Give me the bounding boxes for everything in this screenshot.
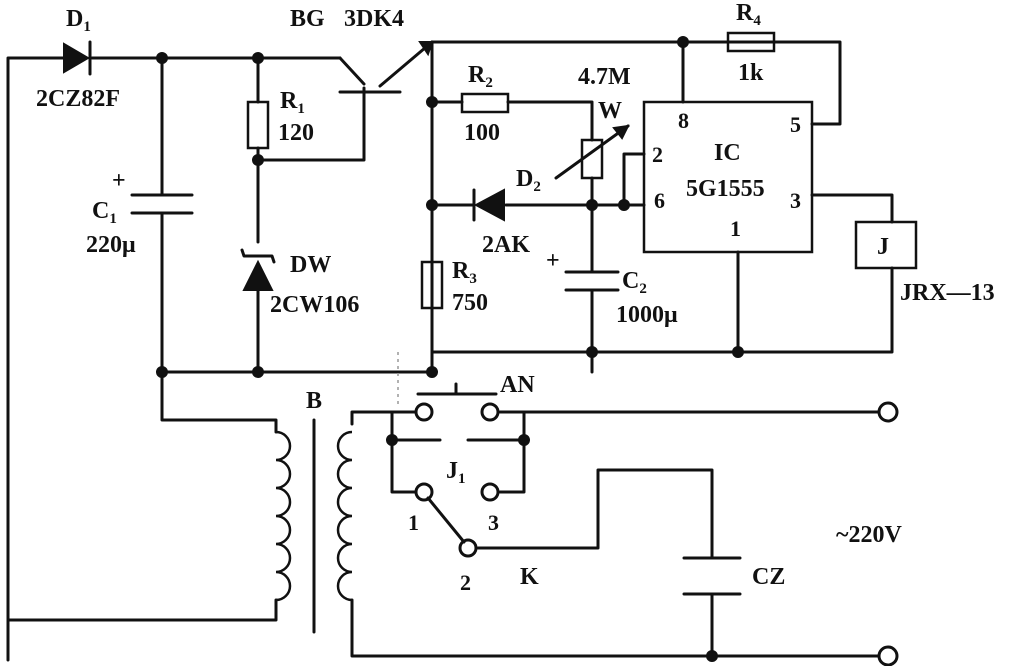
r1-ref: R1 — [280, 88, 305, 117]
ic-pin-3: 3 — [790, 188, 801, 213]
relay-value: JRX—13 — [900, 280, 995, 306]
j1-pos-3: 3 — [488, 510, 499, 535]
c1-value: 220μ — [86, 232, 136, 258]
w-value: 4.7M — [578, 64, 631, 90]
ic-5g1555 — [642, 100, 814, 254]
mains-terminal-bottom — [877, 645, 899, 666]
ic-pin-2: 2 — [652, 142, 663, 167]
resistor-r1 — [246, 100, 270, 150]
ic-pin-5: 5 — [790, 112, 801, 137]
r4-value: 1k — [738, 60, 764, 86]
mains-terminal-top — [877, 401, 899, 423]
button-ref: AN — [500, 372, 535, 398]
r3-ref: R3 — [452, 258, 477, 287]
zener-dw — [240, 248, 276, 291]
ic-ref: IC — [714, 140, 741, 166]
r2-ref: R2 — [468, 62, 493, 91]
c2-ref: C2 — [622, 268, 647, 297]
pushbutton-an — [414, 382, 500, 422]
potentiometer-w — [554, 124, 630, 180]
d1-ref: D1 — [66, 6, 91, 35]
c1-ref: C1 — [92, 198, 117, 227]
switch-k-ref: K — [520, 564, 539, 590]
socket-ref: CZ — [752, 564, 785, 590]
r1-value: 120 — [278, 120, 314, 146]
j1-ref: J1 — [446, 458, 466, 487]
d2-ref: D2 — [516, 166, 541, 195]
resistor-r2 — [460, 92, 510, 114]
relay-ref: J — [877, 234, 889, 260]
c2-polarity: + — [546, 248, 560, 274]
r3-value: 750 — [452, 290, 488, 316]
diode-d2 — [472, 188, 505, 222]
d1-value: 2CZ82F — [36, 86, 120, 112]
transformer-ref: B — [306, 388, 322, 414]
j1-pos-1: 1 — [408, 510, 419, 535]
transistor-bg — [338, 40, 434, 94]
r2-value: 100 — [464, 120, 500, 146]
ic-value: 5G1555 — [686, 176, 765, 202]
ic-pin-8: 8 — [678, 108, 689, 133]
ic-pin-6: 6 — [654, 188, 665, 213]
junctions — [156, 36, 744, 662]
relay-contacts-j1 — [414, 482, 500, 558]
w-ref: W — [598, 98, 622, 124]
relay-coil-j — [854, 220, 918, 270]
j1-pos-2: 2 — [460, 570, 471, 595]
d2-value: 2AK — [482, 232, 530, 258]
resistor-r3 — [420, 260, 444, 310]
resistor-r4 — [726, 31, 776, 53]
bg-value: 3DK4 — [344, 6, 404, 32]
ic-pin-1: 1 — [730, 216, 741, 241]
capacitor-c2 — [564, 270, 620, 292]
r4-ref: R4 — [736, 0, 761, 29]
c1-polarity: + — [112, 168, 126, 194]
transformer-b — [275, 418, 353, 634]
capacitor-c1 — [130, 193, 194, 215]
socket-cz — [682, 556, 742, 596]
dw-value: 2CW106 — [270, 292, 359, 318]
mains-label: ~220V — [836, 522, 902, 548]
bg-ref: BG — [290, 6, 325, 32]
c2-value: 1000μ — [616, 302, 678, 328]
dw-ref: DW — [290, 252, 331, 278]
diode-d1 — [63, 40, 92, 76]
